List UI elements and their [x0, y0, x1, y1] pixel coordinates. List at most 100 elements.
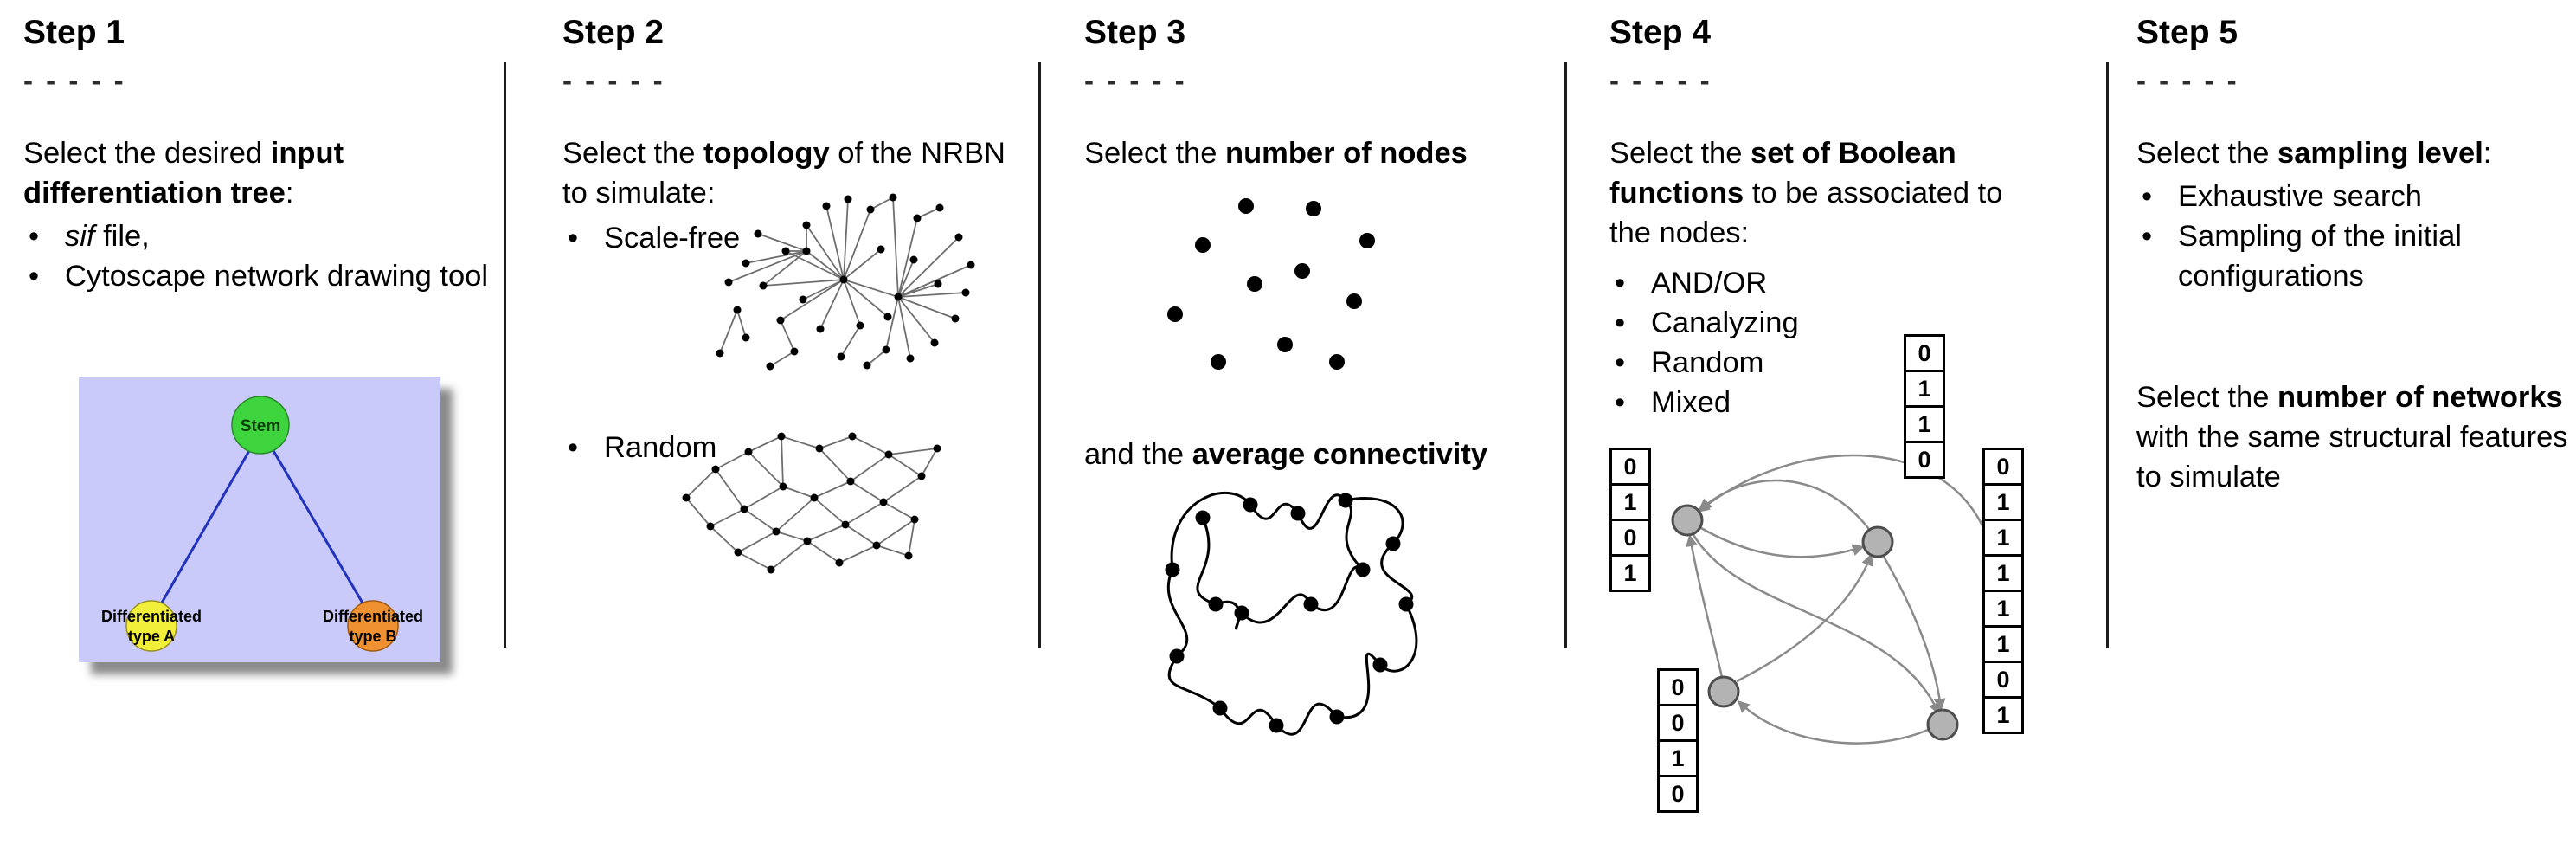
bullet-marker: •	[2142, 220, 2153, 253]
list-item: • Exhaustive search	[2136, 177, 2576, 216]
table-cell: 0	[1609, 519, 1651, 557]
stem-node-label: Stem	[241, 417, 280, 435]
step-5-title: Step 5	[2136, 14, 2239, 51]
step-4-bullet-random: Random	[1651, 346, 1764, 379]
step-3-intro: Select the number of nodes	[1084, 133, 1569, 173]
table-cell: 0	[1657, 668, 1699, 706]
type-a-label-line1: Differentiated	[101, 608, 202, 625]
connectivity-graphic	[1165, 491, 1418, 736]
step-2-column: Step 2 - - - - - Select the topology of …	[562, 0, 1034, 851]
table-cell: 0	[1657, 704, 1699, 742]
bullet-marker: •	[29, 260, 40, 293]
list-item: • Cytoscape network drawing tool	[23, 256, 508, 296]
step-4-bullet-list: • AND/OR • Canalyzing • Random • Mixed	[1609, 263, 2104, 422]
table-cell: 1	[1982, 483, 2024, 521]
step-1-dashes: - - - - -	[23, 64, 126, 96]
table-cell: 1	[1982, 554, 2024, 592]
differentiated-type-a-node	[125, 600, 177, 652]
bullet-marker: •	[2142, 180, 2153, 213]
step-2-bullet-scale-free: Scale-free	[604, 222, 741, 255]
step-4-column: Step 4 - - - - - Select the set of Boole…	[1609, 0, 2104, 851]
list-item: • Scale-free	[562, 218, 1034, 258]
step-5-bullet-exhaustive: Exhaustive search	[2178, 180, 2422, 213]
table-cell: 0	[1657, 775, 1699, 813]
step-4-intro-bold: set of Boolean functions	[1609, 137, 1956, 210]
step-5-intro-pre: Select the	[2136, 137, 2278, 170]
step-3-intro-bold: number of nodes	[1225, 137, 1468, 170]
step-5-intro-bold: sampling level	[2277, 137, 2483, 170]
step-2-bullet-random: Random	[604, 431, 717, 464]
step-5-dashes: - - - - -	[2136, 64, 2239, 96]
step-2-dashes: - - - - -	[562, 64, 665, 96]
table-cell: 1	[1982, 590, 2024, 628]
step-5-second-pre: Select the	[2136, 381, 2278, 414]
list-item: • Sampling of the initial configurations	[2136, 216, 2576, 296]
step-5-second-bold: number of networks	[2277, 381, 2563, 414]
table-cell: 1	[1609, 554, 1651, 592]
table-cell: 1	[1982, 519, 2024, 557]
list-item: • sif file,	[23, 216, 508, 256]
step-1-bullet-sif: sif file,	[65, 216, 508, 256]
step-3-title: Step 3	[1084, 14, 1186, 51]
bullet-marker: •	[568, 431, 579, 464]
step-3-column: Step 3 - - - - - Select the number of no…	[1084, 0, 1569, 851]
column-divider	[2106, 62, 2109, 648]
step-2-intro: Select the topology of the NRBN to simul…	[562, 133, 1034, 213]
bullet-marker: •	[1615, 306, 1626, 339]
step-4-bullet-andor: AND/OR	[1651, 267, 1768, 300]
step-1-intro: Select the desired input differentiation…	[23, 133, 508, 213]
step-5-second-post: with the same structural features to sim…	[2136, 421, 2568, 493]
step-5-bullet-list: • Exhaustive search • Sampling of the in…	[2136, 177, 2576, 296]
step-2-title: Step 2	[562, 14, 665, 51]
list-item: • Random	[562, 428, 1034, 467]
bullet-marker: •	[1615, 346, 1626, 379]
step-5-column: Step 5 - - - - - Select the sampling lev…	[2136, 0, 2576, 851]
step-3-second-pre: and the	[1084, 438, 1192, 471]
step-3-second-text: and the average connectivity	[1084, 435, 1569, 474]
truth-table-left: 0 1 0 1	[1609, 448, 1651, 592]
sif-rest: file,	[94, 220, 150, 253]
bullet-marker: •	[29, 220, 40, 253]
step-4-title: Step 4	[1609, 14, 1712, 51]
column-divider	[1038, 62, 1041, 648]
bullet-marker: •	[1615, 386, 1626, 419]
step-1-bullet-list: • sif file, • Cytoscape network drawing …	[23, 216, 508, 296]
step-2-intro-pre: Select the	[562, 137, 704, 170]
type-b-label-line1: Differentiated	[323, 608, 423, 625]
table-cell: 1	[1904, 405, 1945, 443]
step-4-bullet-canalyzing: Canalyzing	[1651, 306, 1799, 339]
bullet-marker: •	[1615, 267, 1626, 300]
type-a-label-line2: type A	[128, 628, 175, 645]
step-1-intro-bold: input differentiation tree	[23, 137, 344, 210]
step-1-bullet-cytoscape: Cytoscape network drawing tool	[65, 260, 488, 293]
step-3-second-bold: average connectivity	[1192, 438, 1488, 471]
nodes-dots-graphic	[1167, 198, 1375, 370]
scale-free-network-graphic	[716, 193, 975, 371]
table-cell: 1	[1657, 739, 1699, 777]
tree-edge-right	[271, 448, 375, 622]
step-4-bullet-mixed: Mixed	[1651, 386, 1731, 419]
differentiation-tree-graphic: Stem Differentiated type A Differentiate…	[79, 377, 440, 662]
bullet-marker: •	[568, 222, 579, 255]
truth-table-right: 0 1 1 1 1 1 0 1	[1982, 448, 2024, 734]
table-cell: 0	[1982, 448, 2024, 486]
table-cell: 0	[1609, 448, 1651, 486]
differentiation-tree-image: Stem Differentiated type A Differentiate…	[79, 377, 440, 662]
step-4-dashes: - - - - -	[1609, 64, 1712, 96]
step-3-dashes: - - - - -	[1084, 64, 1187, 96]
sif-italic: sif	[65, 220, 95, 253]
list-item: • Random	[1609, 343, 2104, 383]
random-network-graphic	[682, 432, 941, 574]
stem-node	[231, 396, 290, 455]
boolean-network-graphic	[1671, 454, 1992, 745]
column-divider	[1564, 62, 1567, 648]
step-2-intro-bold: topology	[703, 137, 830, 170]
truth-table-top: 0 1 1 0	[1904, 334, 1945, 479]
list-item: • Canalyzing	[1609, 303, 2104, 343]
tree-edge-left	[150, 448, 252, 622]
step-4-intro: Select the set of Boolean functions to b…	[1609, 133, 2046, 253]
step-2-bullet-list: • Scale-free • Random	[562, 218, 1034, 467]
step-5-bullet-sampling: Sampling of the initial configurations	[2178, 220, 2462, 293]
table-cell: 1	[1609, 483, 1651, 521]
